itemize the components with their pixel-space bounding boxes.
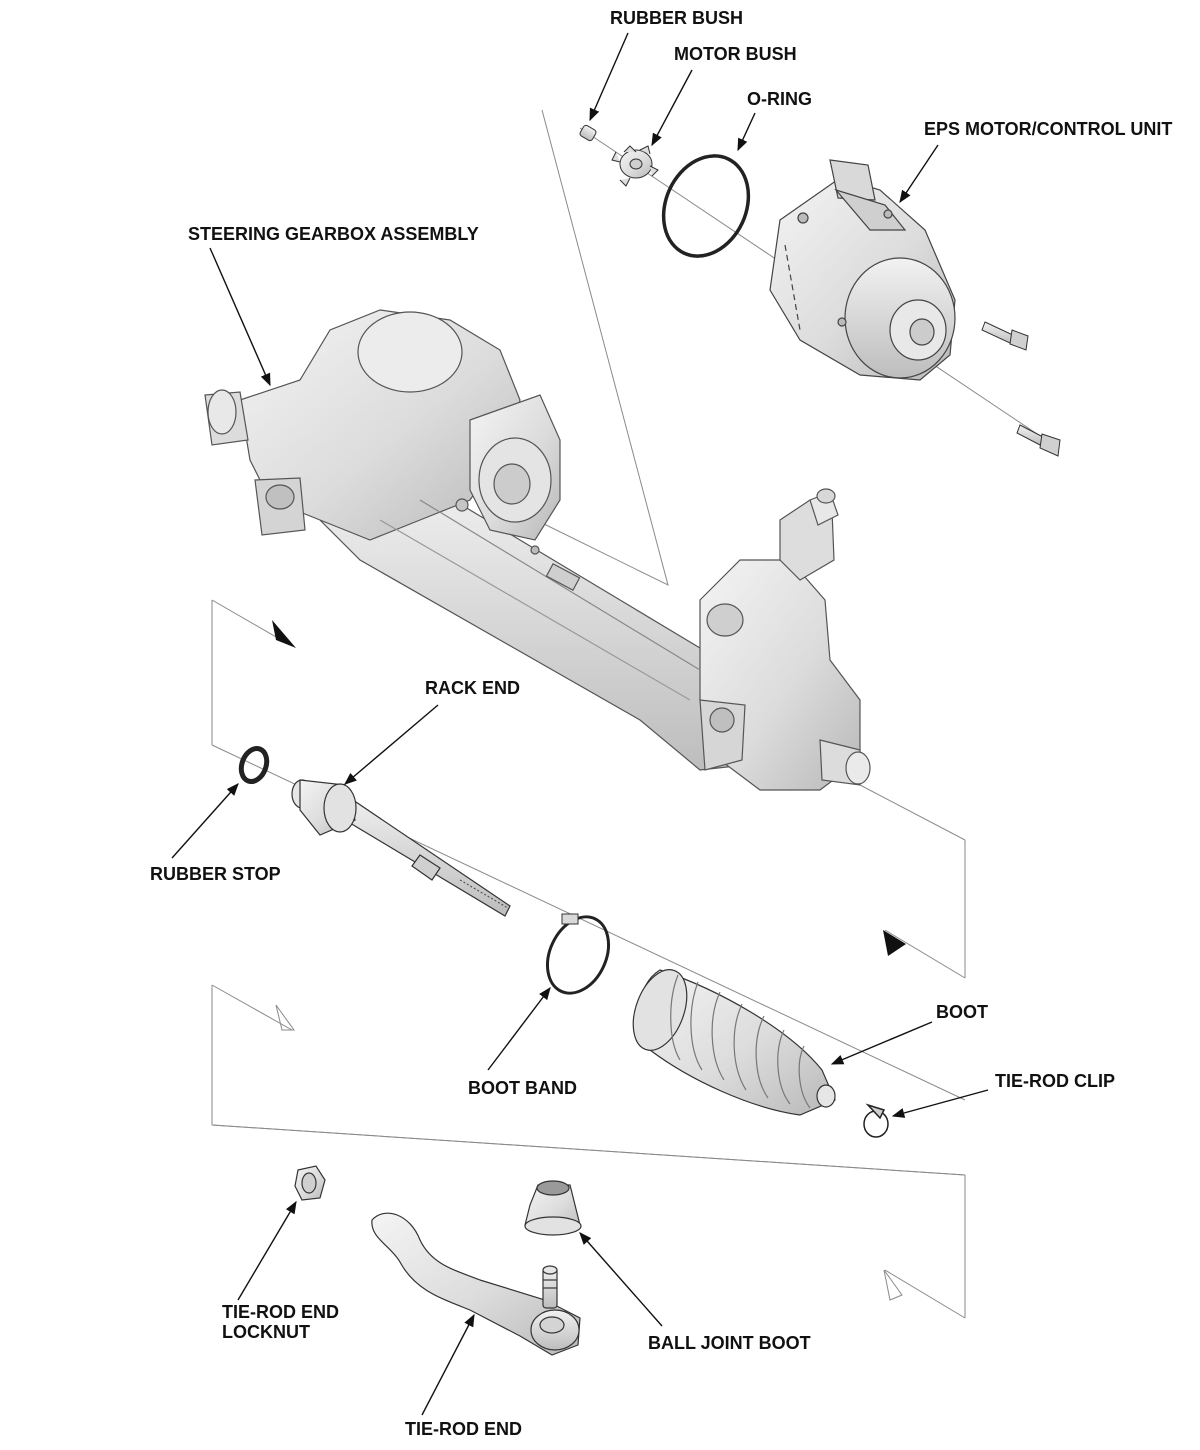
o-ring-part [661,154,751,258]
rack-end-part [291,779,511,917]
alignment-markers [272,620,906,1301]
label-steering-gearbox-assembly: STEERING GEARBOX ASSEMBLY [188,224,479,244]
motor-bolts [981,321,1061,457]
label-rubber-stop: RUBBER STOP [150,864,281,884]
boot-part [632,969,836,1116]
tie-rod-clip-part [863,1103,889,1138]
label-motor-bush: MOTOR BUSH [674,44,797,64]
label-rack-end: RACK END [425,678,521,698]
label-ball-joint-boot: BALL JOINT BOOT [648,1333,811,1353]
boot-band-part [546,913,610,995]
tie-rod-end-locknut-part [294,1165,326,1201]
label-tie-rod-end: TIE-ROD END [405,1419,522,1439]
motor-bush-part [611,145,659,187]
steering-gearbox-assembly-part [204,309,871,791]
eps-motor-control-unit-part [769,159,956,381]
label-o-ring: O-RING [747,89,812,109]
label-eps-motor-control-unit: EPS MOTOR/CONTROL UNIT [924,119,1173,139]
label-boot: BOOT [936,1002,988,1022]
leader-arrows [171,32,989,1416]
rubber-stop-part [238,746,270,784]
label-tie-rod-clip: TIE-ROD CLIP [995,1071,1115,1091]
label-rubber-bush: RUBBER BUSH [610,8,744,28]
label-tie-rod-end-locknut-line1: TIE-ROD END [222,1302,339,1322]
tie-rod-end-part [371,1212,581,1356]
label-tie-rod-end-locknut-line2: LOCKNUT [222,1322,310,1342]
rubber-bush-part [579,124,597,142]
label-boot-band: BOOT BAND [468,1078,577,1098]
ball-joint-boot-part [524,1180,582,1236]
